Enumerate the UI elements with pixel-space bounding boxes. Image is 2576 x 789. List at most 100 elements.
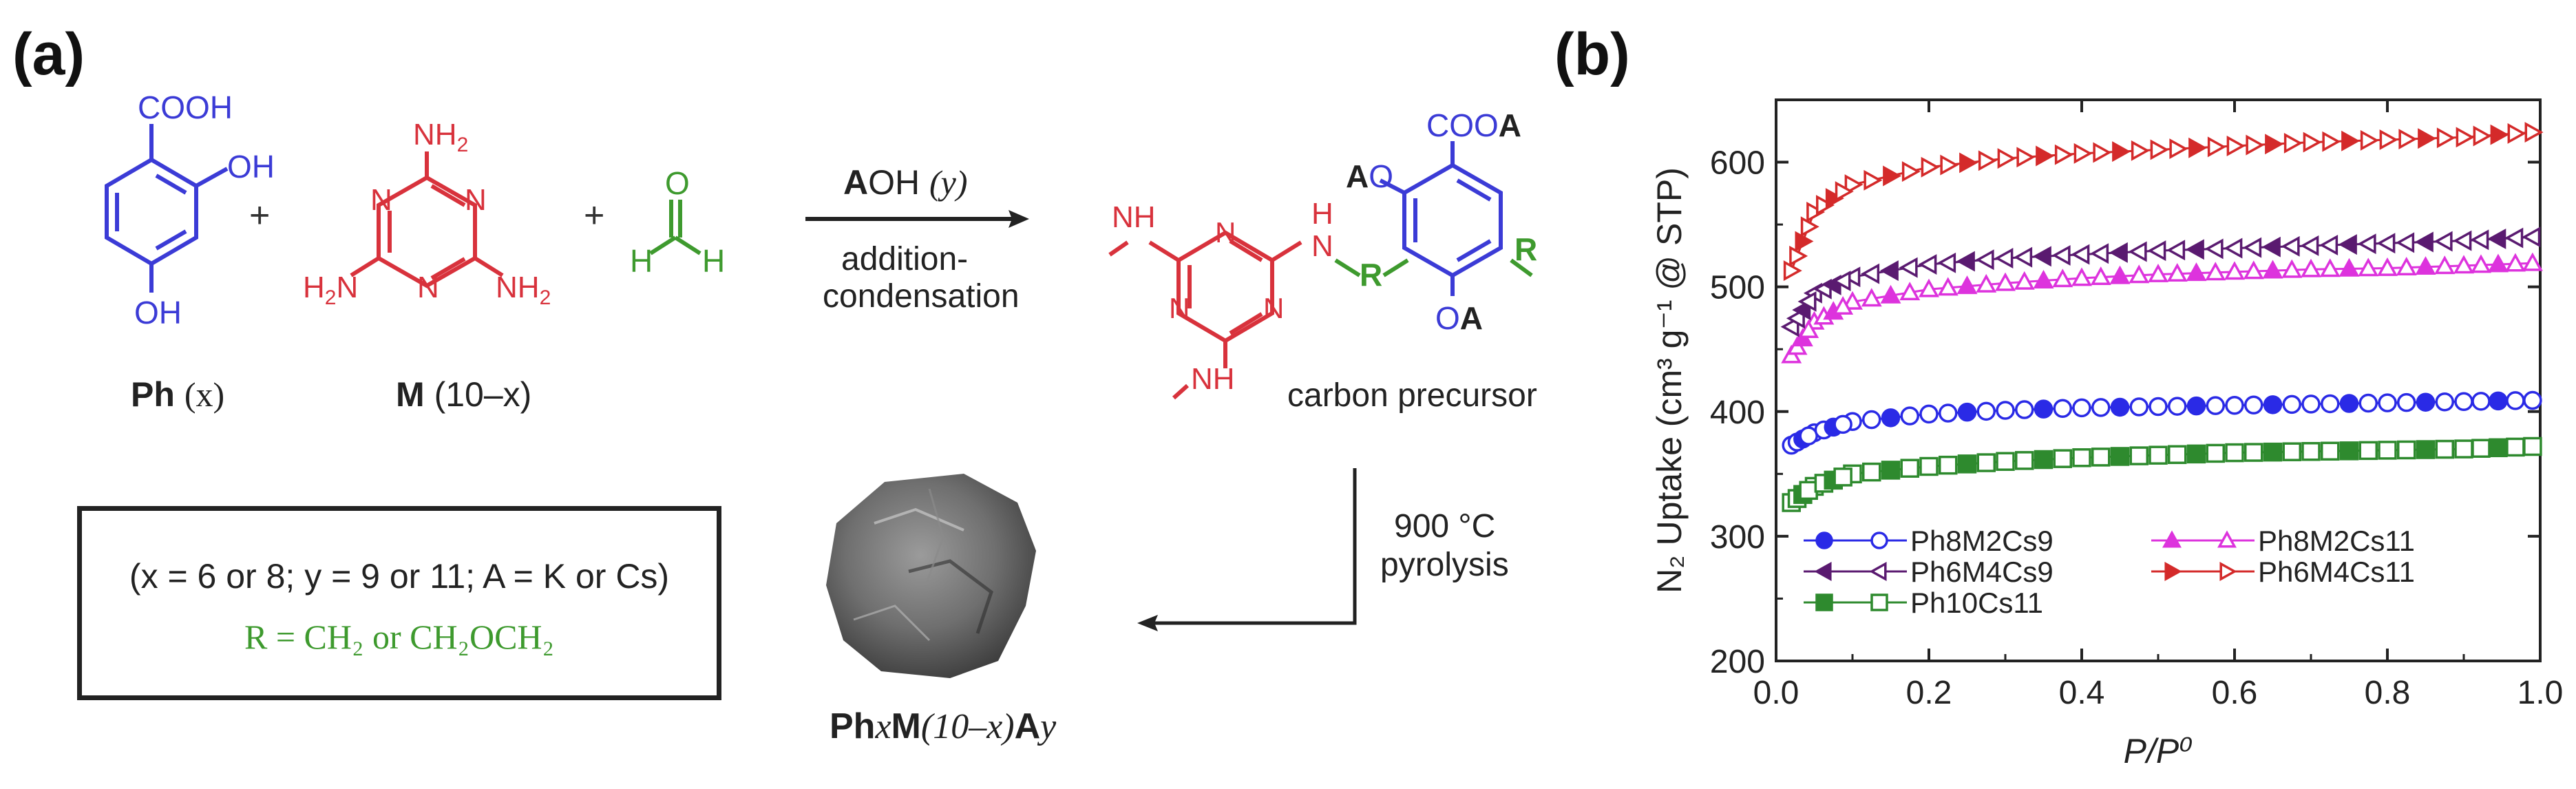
final-product-label: PhxM(10–x)Ay: [830, 706, 1057, 746]
data-point: [2416, 392, 2436, 412]
m-n-3: N: [417, 271, 439, 304]
m-h2n-left: H2N: [303, 271, 358, 309]
legend-item: Ph6M4Cs9: [1804, 556, 2054, 588]
data-point: [2341, 130, 2361, 151]
data-point: [2471, 392, 2491, 411]
data-point: [2339, 257, 2360, 277]
x-tick-label: 1.0: [2517, 675, 2564, 711]
legend-item: Ph8M2Cs11: [2151, 525, 2415, 557]
data-point: [2506, 391, 2525, 410]
data-point: [2376, 233, 2396, 254]
data-point: [1956, 275, 1978, 295]
data-point: [2322, 131, 2341, 152]
data-point: [1797, 291, 1817, 312]
data-point: [1816, 195, 1835, 216]
data-point: [2523, 436, 2542, 456]
x-tick-label: 0.6: [2212, 675, 2258, 711]
data-point: [1937, 252, 1956, 273]
data-point: [1901, 161, 1921, 182]
data-point: [2319, 258, 2341, 277]
legend-item: Ph6M4Cs11: [2151, 556, 2415, 588]
data-point: [2224, 238, 2243, 259]
carbon-particle-image: [826, 474, 1036, 678]
data-point: [1833, 467, 1852, 487]
data-point: [2456, 127, 2475, 148]
data-point: [2147, 240, 2166, 262]
product-ring: [1379, 141, 1503, 296]
data-point: [2360, 129, 2379, 151]
data-point: [1994, 248, 2014, 269]
product-r-right: R: [1514, 231, 1537, 267]
data-point: [2034, 399, 2054, 419]
data-point: [2090, 266, 2111, 285]
data-point: [1883, 165, 1902, 187]
data-point: [2052, 269, 2073, 288]
data-point: [2149, 397, 2168, 417]
data-point: [2415, 256, 2436, 275]
data-point: [1956, 251, 1975, 272]
data-point: [1870, 593, 1888, 611]
data-point: [1919, 456, 1939, 476]
data-point: [1806, 202, 1826, 222]
data-point: [2453, 230, 2472, 251]
panel-a-label: (a): [12, 21, 85, 87]
pyrolysis-arrowhead: [1137, 615, 1158, 631]
data-point: [1975, 249, 1994, 271]
svg-text:N: N: [1263, 292, 1284, 324]
data-point: [2166, 240, 2186, 261]
data-point: [2396, 232, 2415, 253]
data-point: [1976, 453, 1996, 472]
data-point: [1795, 231, 1814, 252]
data-point: [2435, 439, 2454, 459]
data-point: [1869, 562, 1887, 581]
data-point: [2219, 562, 2237, 581]
data-point: [2207, 136, 2226, 158]
data-point: [2129, 264, 2150, 284]
data-point: [2148, 263, 2168, 282]
series-Ph10Cs11: [1782, 436, 2542, 512]
data-point: [1880, 284, 1901, 304]
data-point: [1997, 148, 2016, 169]
data-point: [2110, 397, 2130, 417]
data-point: [2377, 257, 2398, 276]
data-point: [2186, 396, 2206, 416]
data-point: [2109, 265, 2131, 284]
data-point: [2524, 122, 2544, 143]
data-point: [2506, 437, 2525, 457]
y-tick-label: 300: [1710, 519, 1765, 556]
data-point: [1862, 462, 1881, 482]
data-point: [2265, 134, 2284, 155]
data-point: [2263, 395, 2283, 414]
x-tick-label: 0.0: [1753, 675, 1799, 711]
data-point: [1800, 216, 1819, 238]
data-point: [2225, 395, 2244, 415]
ph-cooh-label: COOH: [138, 90, 233, 125]
data-point: [1861, 288, 1882, 307]
x-tick-label: 0.4: [2059, 675, 2105, 711]
data-point: [2416, 440, 2436, 459]
arrow-line1: addition-: [841, 241, 968, 277]
data-point: [2054, 144, 2073, 165]
data-point: [2243, 260, 2264, 280]
data-point: [2205, 262, 2226, 281]
data-point: [2073, 143, 2093, 164]
product-nh-bottom: NH: [1191, 362, 1235, 396]
m-nh2-right: NH2: [496, 271, 551, 309]
data-point: [2523, 390, 2542, 410]
ph-oh-label-2: OH: [134, 295, 182, 330]
data-point: [2489, 391, 2508, 411]
data-point: [1833, 414, 1852, 434]
data-point: [1939, 455, 1958, 475]
data-point: [1879, 260, 1899, 282]
data-point: [1996, 401, 2015, 420]
data-point: [2339, 394, 2359, 413]
data-point: [1919, 404, 1939, 424]
series-Ph6M4Cs9: [1780, 227, 2541, 337]
data-point: [2507, 123, 2526, 144]
data-point: [1783, 260, 1802, 282]
data-point: [2436, 127, 2456, 149]
data-point: [2072, 398, 2091, 418]
data-point: [2397, 392, 2416, 412]
m-nh2-top: NH2: [413, 118, 468, 156]
data-point: [1825, 188, 1844, 209]
